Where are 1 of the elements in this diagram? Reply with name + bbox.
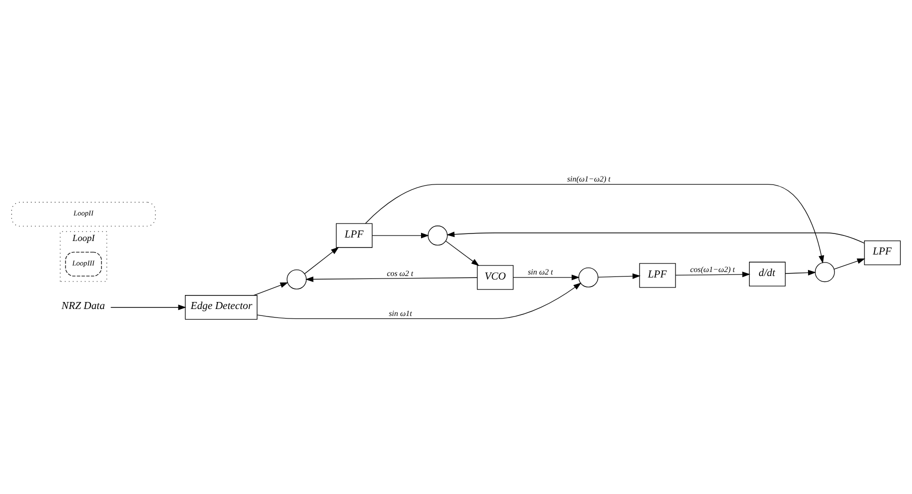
- node-text: NRZ Data: [62, 300, 105, 312]
